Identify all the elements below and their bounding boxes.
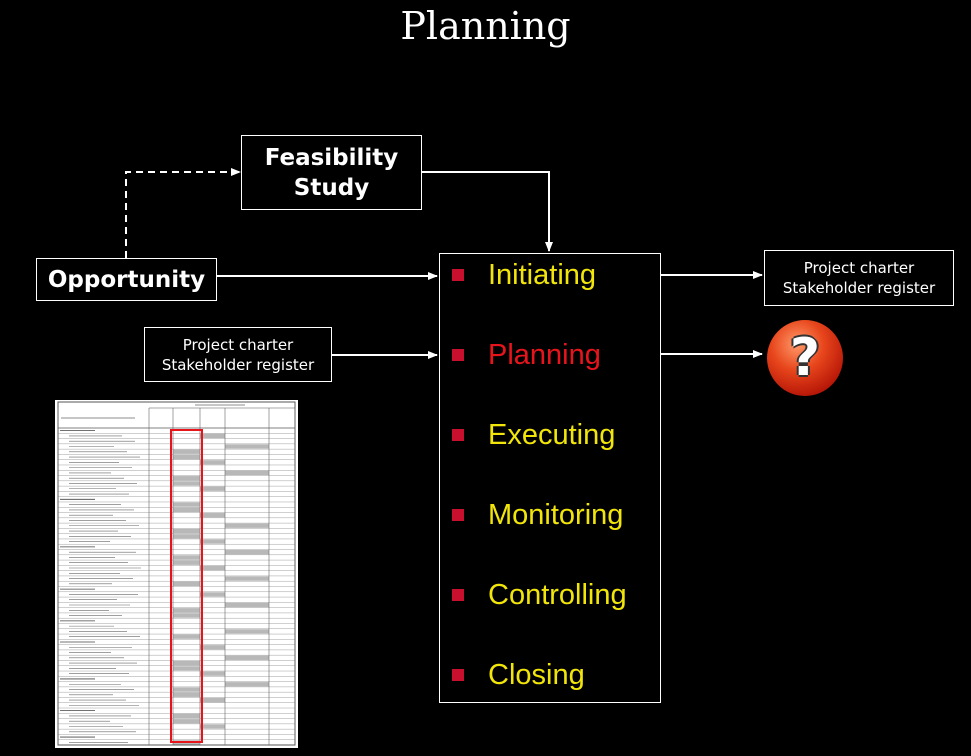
phase-executing: Executing (440, 415, 662, 455)
process-groups-box: Initiating Planning Executing Monitoring… (439, 253, 661, 703)
feasibility-line2: Study (293, 174, 370, 201)
phase-closing: Closing (440, 655, 662, 695)
bullet-icon (452, 669, 464, 681)
phase-label: Executing (488, 418, 616, 451)
phase-controlling: Controlling (440, 575, 662, 615)
opportunity-box: Opportunity (36, 258, 217, 301)
feasibility-study-box: Feasibility Study (241, 135, 422, 210)
process-matrix-image (57, 401, 296, 746)
input-line2: Stakeholder register (161, 355, 315, 374)
output-line2: Stakeholder register (782, 279, 936, 297)
process-matrix-thumbnail (55, 400, 298, 748)
input-documents-box: Project charter Stakeholder register (144, 327, 332, 382)
page-title: Planning (400, 4, 571, 48)
question-mark-icon: ? (767, 320, 843, 396)
bullet-icon (452, 509, 464, 521)
phase-planning: Planning (440, 335, 662, 375)
arrow-opportunity-to-feasibility (125, 168, 241, 258)
phase-label: Planning (488, 338, 601, 371)
phase-initiating: Initiating (440, 255, 662, 295)
output-line1: Project charter (803, 259, 915, 277)
phase-label: Controlling (488, 578, 627, 611)
phase-label: Monitoring (488, 498, 624, 531)
output-documents-box: Project charter Stakeholder register (764, 250, 954, 306)
bullet-icon (452, 349, 464, 361)
input-line1: Project charter (182, 335, 294, 354)
phase-monitoring: Monitoring (440, 495, 662, 535)
bullet-icon (452, 269, 464, 281)
arrow-feasibility-to-process (422, 171, 553, 252)
phase-label: Closing (488, 658, 585, 691)
bullet-icon (452, 589, 464, 601)
bullet-icon (452, 429, 464, 441)
opportunity-label: Opportunity (47, 266, 206, 293)
phase-label: Initiating (488, 258, 597, 291)
feasibility-line1: Feasibility (264, 144, 399, 171)
